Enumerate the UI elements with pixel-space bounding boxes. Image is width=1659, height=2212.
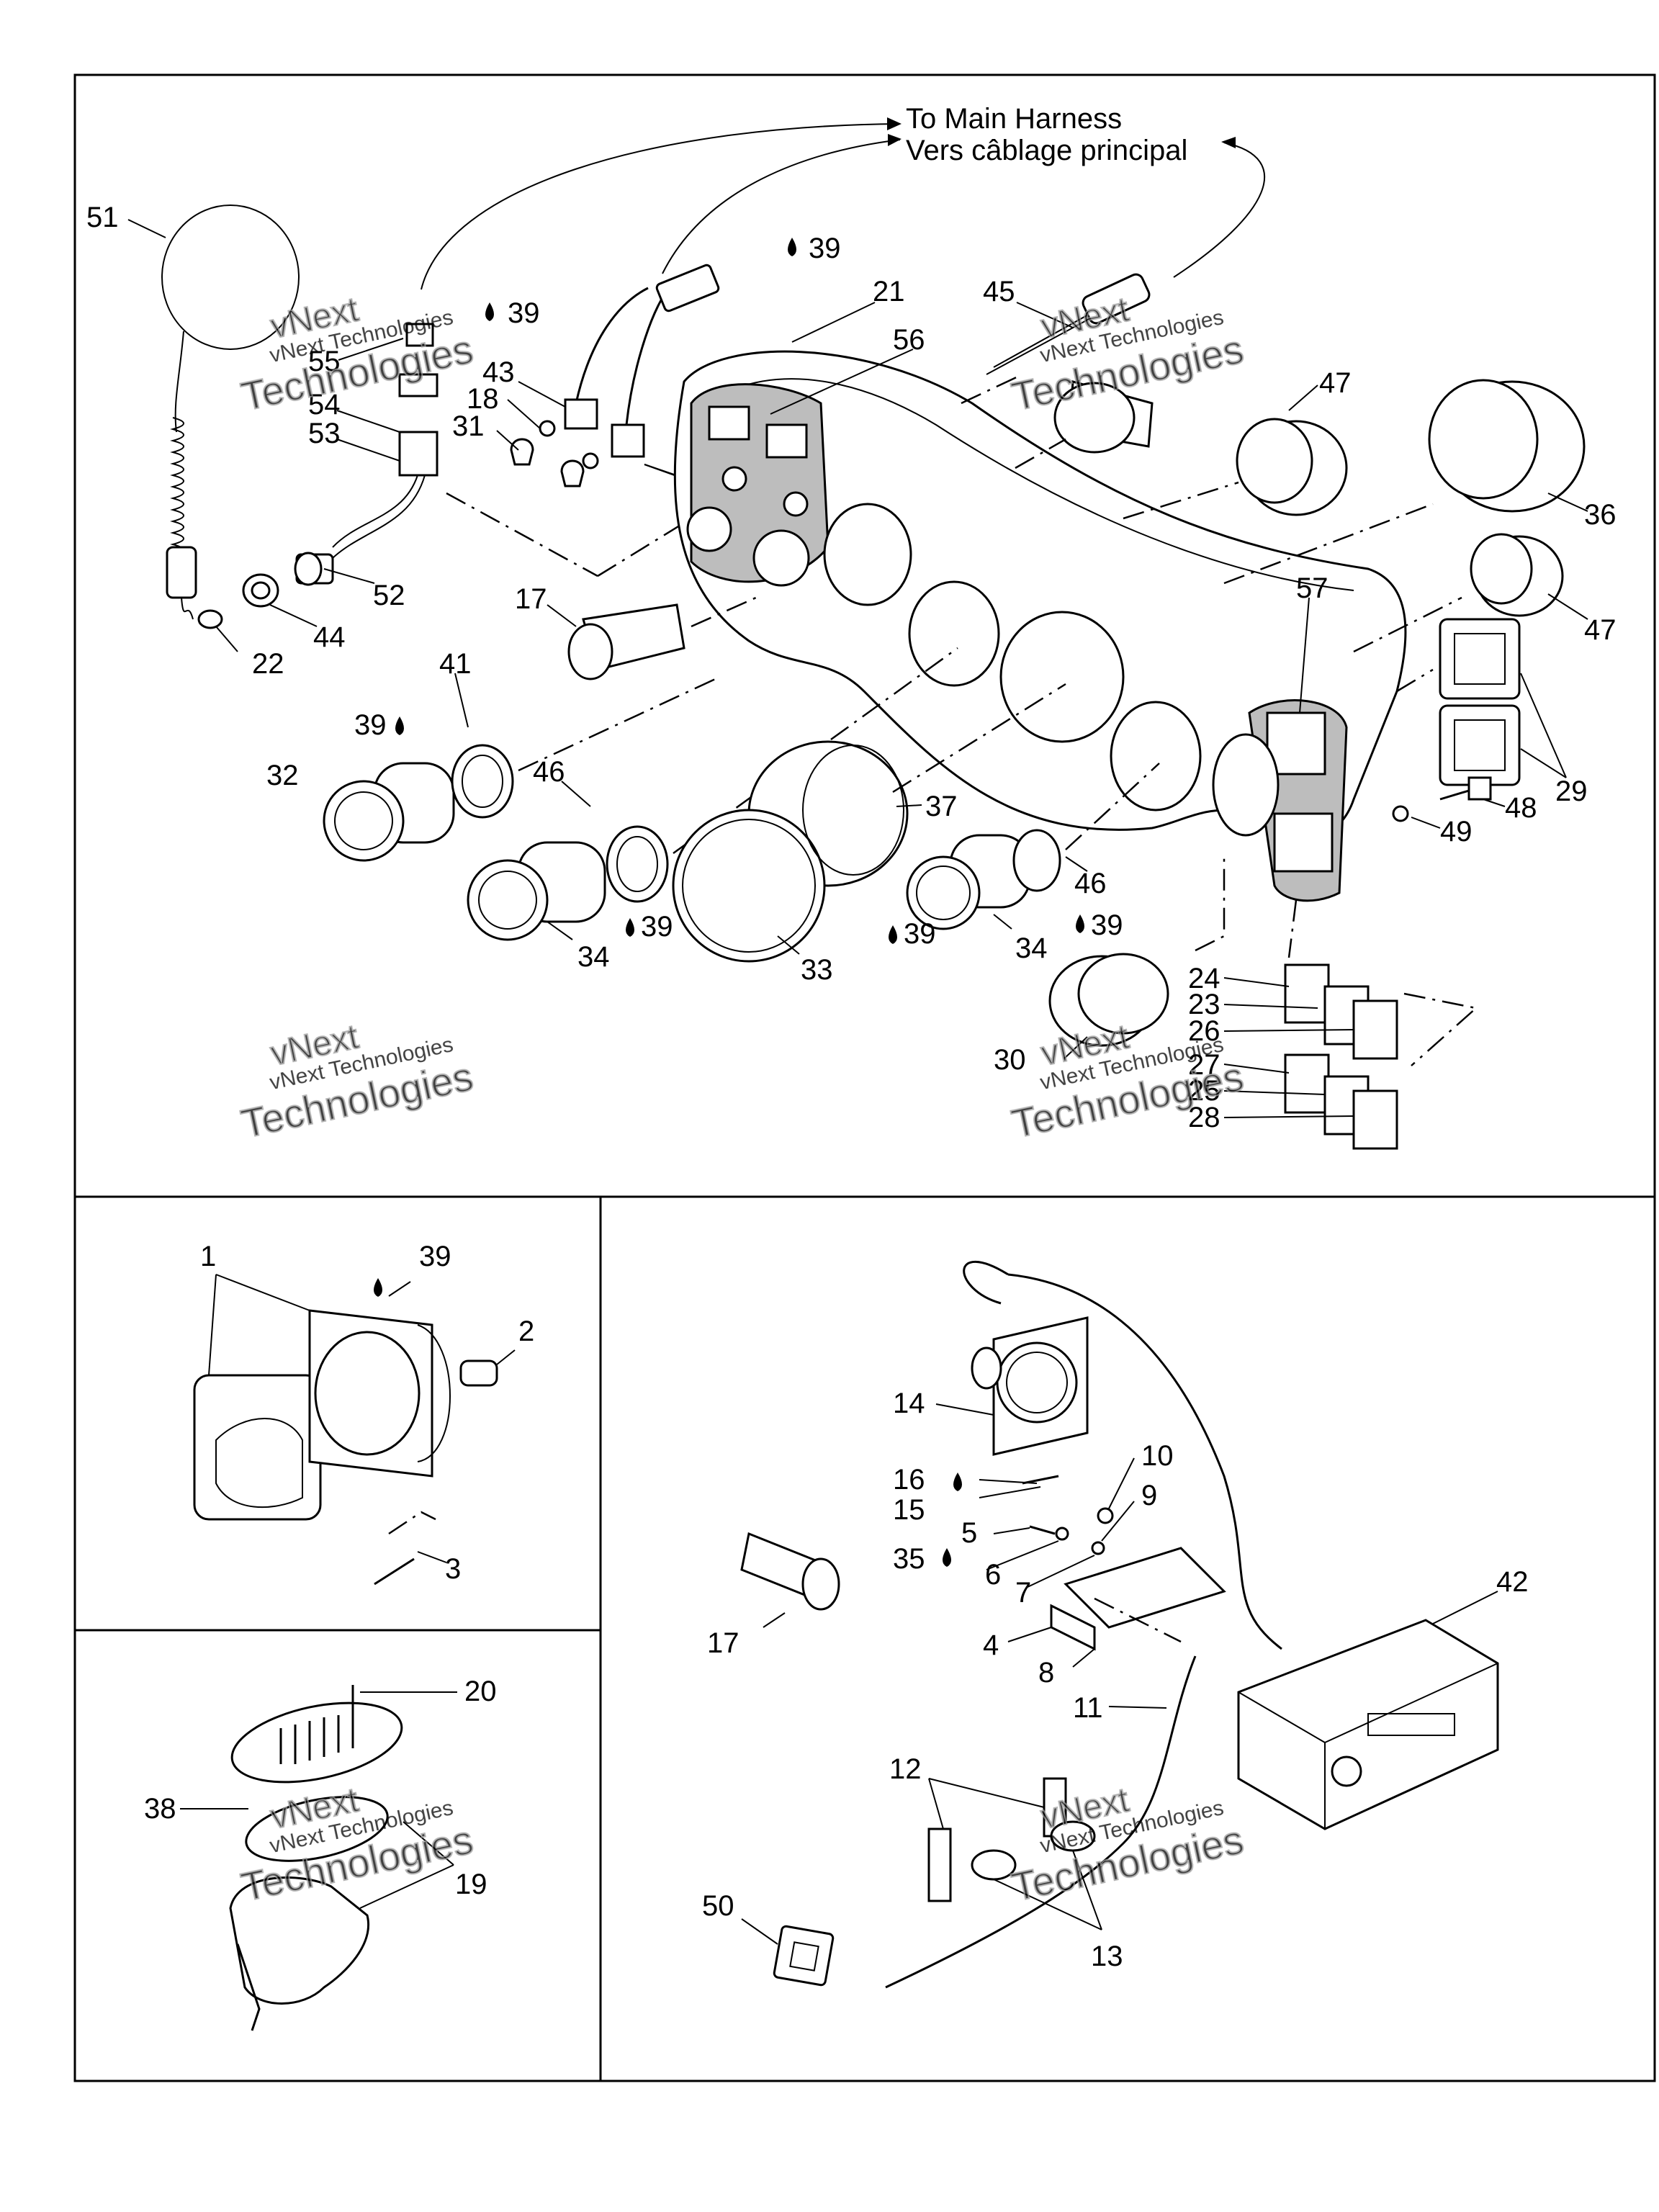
callout-1: 1 — [200, 1241, 216, 1272]
callout-51: 51 — [86, 202, 119, 233]
callout-9: 9 — [1141, 1480, 1157, 1511]
callout-20: 20 — [464, 1676, 497, 1707]
callout-31: 31 — [452, 410, 485, 442]
horn-assembly — [229, 1685, 403, 2031]
gauge-parts — [323, 273, 1586, 1150]
callout-labels: 51 55 54 53 22 44 52 43 18 31 39 39 21 5… — [86, 202, 1617, 1972]
vent-assembly — [193, 1309, 498, 1586]
callout-42: 42 — [1496, 1566, 1529, 1598]
oil-drop-icon — [889, 925, 897, 944]
callout-6: 6 — [985, 1559, 1001, 1591]
harness-header: To Main Harness Vers câblage principal — [421, 103, 1266, 290]
callout-53: 53 — [308, 418, 341, 449]
callout-41: 41 — [439, 648, 472, 680]
callout-52: 52 — [373, 580, 405, 611]
oil-drop-icon — [953, 1473, 962, 1491]
callout-39-f: 39 — [1091, 909, 1123, 941]
callout-47-a: 47 — [1319, 367, 1352, 399]
diagram-frame — [73, 73, 1656, 2082]
header-line-1: To Main Harness — [906, 103, 1122, 135]
callout-29: 29 — [1555, 775, 1588, 807]
callout-17-a: 17 — [515, 583, 547, 615]
oil-drop-icon — [626, 918, 634, 937]
callout-18: 18 — [467, 383, 499, 415]
callout-36: 36 — [1584, 499, 1617, 531]
callout-48: 48 — [1505, 792, 1537, 824]
callout-12: 12 — [889, 1753, 922, 1785]
callout-21: 21 — [873, 276, 905, 307]
oil-drop-icon — [788, 238, 796, 256]
safety-lanyard-harness — [161, 204, 692, 629]
oil-drop-icon — [1076, 914, 1084, 933]
callout-13: 13 — [1091, 1941, 1123, 1972]
dash-console-panel — [673, 350, 1407, 902]
callout-54: 54 — [308, 389, 341, 421]
callout-39-g: 39 — [419, 1241, 451, 1272]
callout-39-c: 39 — [354, 709, 387, 741]
callout-39-a: 39 — [508, 297, 540, 329]
callout-39-b: 39 — [809, 233, 841, 264]
oil-drop-icon — [395, 716, 404, 735]
callout-24: 24 — [1188, 963, 1220, 994]
callout-46-a: 46 — [533, 756, 565, 788]
callout-34-b: 34 — [1015, 932, 1048, 964]
callout-14: 14 — [893, 1388, 925, 1419]
callout-11: 11 — [1073, 1692, 1103, 1724]
oil-drop-icon — [374, 1278, 382, 1297]
callout-30: 30 — [994, 1044, 1026, 1076]
callout-15: 15 — [893, 1494, 925, 1526]
oil-drop-icons — [374, 238, 1084, 1567]
callout-56: 56 — [893, 324, 925, 356]
callout-5: 5 — [961, 1517, 977, 1549]
callout-34-a: 34 — [577, 941, 610, 973]
callout-27: 27 — [1188, 1049, 1220, 1081]
callout-44: 44 — [313, 621, 346, 653]
callout-57: 57 — [1296, 572, 1328, 604]
callout-7: 7 — [1015, 1577, 1031, 1609]
header-line-2: Vers câblage principal — [906, 135, 1187, 166]
stereo-assembly — [740, 1260, 1499, 1989]
callout-38: 38 — [144, 1793, 176, 1825]
callout-45: 45 — [983, 276, 1015, 307]
callout-39-e: 39 — [904, 918, 936, 950]
callout-26: 26 — [1188, 1015, 1220, 1047]
callout-33: 33 — [801, 954, 833, 986]
callout-3: 3 — [445, 1553, 461, 1585]
callout-49: 49 — [1440, 816, 1473, 848]
callout-28: 28 — [1188, 1102, 1220, 1133]
callout-47-b: 47 — [1584, 614, 1617, 646]
callout-2: 2 — [518, 1316, 534, 1347]
callout-55: 55 — [308, 346, 341, 377]
callout-4: 4 — [983, 1629, 999, 1661]
callout-39-d: 39 — [641, 911, 673, 943]
callout-25: 25 — [1188, 1075, 1220, 1107]
callout-46-b: 46 — [1074, 868, 1107, 899]
callout-17-b: 17 — [707, 1627, 739, 1659]
callout-32: 32 — [266, 760, 299, 791]
leader-lines — [127, 219, 1588, 1945]
callout-8: 8 — [1038, 1657, 1054, 1689]
callout-22: 22 — [252, 648, 284, 680]
callout-10: 10 — [1141, 1440, 1174, 1472]
callout-19: 19 — [455, 1869, 487, 1900]
callout-43: 43 — [482, 356, 515, 388]
oil-drop-icon — [485, 302, 494, 321]
callout-16: 16 — [893, 1464, 925, 1496]
oil-drop-icon — [943, 1548, 951, 1567]
switch-harness — [510, 264, 782, 512]
callout-37: 37 — [925, 791, 958, 822]
callout-50: 50 — [702, 1890, 734, 1922]
callout-35: 35 — [893, 1543, 925, 1575]
callout-23: 23 — [1188, 989, 1220, 1020]
